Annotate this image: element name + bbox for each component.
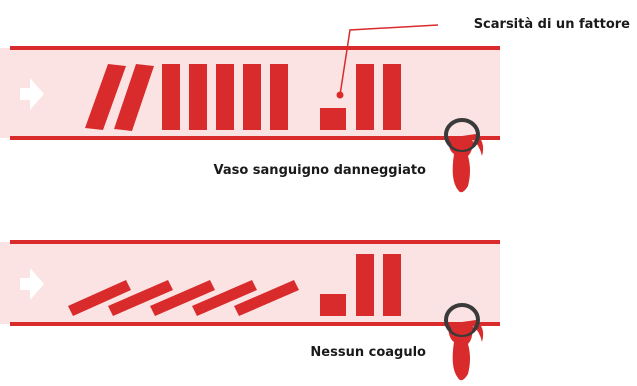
factor-bar xyxy=(216,64,234,130)
factor-bar xyxy=(270,64,288,130)
vessel-wall-top xyxy=(10,240,500,244)
factor-bar xyxy=(162,64,180,130)
factor-bar xyxy=(356,64,374,130)
panel-damaged-vessel: Scarsità di un fattore Vaso sanguigno da… xyxy=(0,17,630,193)
factor-bar-fallen xyxy=(150,280,215,316)
factor-bar xyxy=(383,254,401,316)
factor-bar xyxy=(356,254,374,316)
missing-factor-bar xyxy=(320,108,346,130)
panel-no-clot: Nessun coagulo xyxy=(0,240,500,381)
callout-label: Scarsità di un fattore xyxy=(474,17,630,32)
missing-factor-bar xyxy=(320,294,346,316)
factor-bar xyxy=(189,64,207,130)
factor-bar-fallen xyxy=(192,280,257,316)
vessel-wall-bottom xyxy=(10,322,500,326)
factor-bar-fallen xyxy=(108,280,173,316)
factor-bar-fallen xyxy=(234,280,299,316)
vessel-wall-top xyxy=(10,46,500,50)
factor-bar-fallen xyxy=(68,280,131,316)
bleeding-wound-icon xyxy=(444,118,484,193)
factor-bar xyxy=(383,64,401,130)
factor-bar-fallen xyxy=(85,64,126,130)
bleeding-wound-icon xyxy=(444,303,484,381)
callout-leader-line xyxy=(339,24,439,96)
right-arrow-icon xyxy=(20,78,44,110)
callout-dot xyxy=(336,91,344,99)
panel-caption: Nessun coagulo xyxy=(310,345,426,360)
vessel-wall-bottom xyxy=(10,136,500,140)
factor-bar xyxy=(243,64,261,130)
factor-bar-fallen xyxy=(114,64,154,131)
panel-caption: Vaso sanguigno danneggiato xyxy=(213,163,426,178)
right-arrow-icon xyxy=(20,268,44,300)
